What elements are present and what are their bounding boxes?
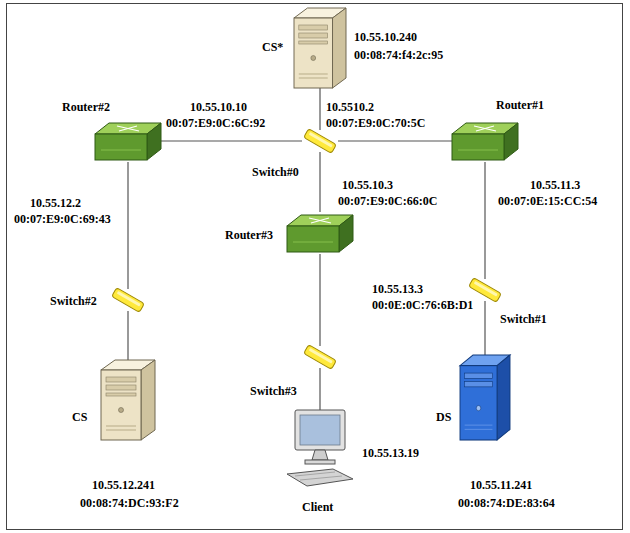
switch-icon-drawing — [467, 279, 503, 301]
switch-icon-drawing — [110, 289, 146, 311]
network-link — [127, 162, 128, 289]
frame-border — [7, 4, 623, 530]
mac-address: 00:0E:0C:76:6B:D1 — [372, 298, 473, 312]
network-link — [319, 254, 320, 346]
server-icon: CS10.55.12.24100:08:74:DC:93:F2 — [101, 360, 155, 440]
device-name: CS* — [262, 40, 283, 54]
device-name: DS — [436, 410, 451, 424]
network-link — [161, 140, 302, 141]
mac-address: 00:08:74:DE:83:64 — [458, 496, 555, 510]
device-name: Switch#3 — [250, 384, 297, 398]
switch-icon-drawing — [302, 130, 338, 152]
switch-icon: Switch#0 — [302, 130, 338, 152]
ip-address: 10.5510.2 — [326, 100, 374, 114]
network-link — [484, 162, 485, 279]
router-icon: Router#2 — [95, 120, 161, 162]
ip-address: 10.55.11.3 — [530, 178, 580, 192]
mac-address: 00:08:74:DC:93:F2 — [80, 496, 179, 510]
router-icon-drawing — [452, 120, 518, 162]
mac-address: 00:07:E9:0C:70:5C — [326, 116, 425, 130]
router-icon-drawing — [95, 120, 161, 162]
server-icon-drawing — [460, 355, 510, 440]
device-name: Switch#1 — [500, 312, 547, 326]
ip-address: 10.55.10.10 — [190, 100, 247, 114]
switch-icon: Switch#3 — [302, 346, 338, 368]
network-link — [319, 88, 320, 130]
ip-address: 10.55.10.3 — [342, 178, 393, 192]
server-icon: DS10.55.11.24100:08:74:DE:83:64 — [460, 355, 510, 440]
router-icon: Router#3 — [287, 212, 353, 254]
mac-address: 00:07:E9:0C:69:43 — [14, 212, 111, 226]
mac-address: 00:07:E9:0C:6C:92 — [166, 116, 265, 130]
device-name: Switch#2 — [50, 294, 97, 308]
server-icon: CS*10.55.10.24000:08:74:f4:2c:95 — [294, 8, 346, 88]
network-link — [127, 311, 128, 360]
router-icon-drawing — [287, 212, 353, 254]
network-link — [484, 301, 485, 355]
ip-address: 10.55.12.2 — [30, 196, 81, 210]
ip-address: 10.55.13.3 — [372, 282, 423, 296]
ip-address: 10.55.13.19 — [362, 446, 419, 460]
client-computer: 10.55.13.19Client — [285, 410, 355, 488]
network-link — [319, 368, 320, 410]
server-icon-drawing — [101, 360, 155, 440]
ip-address: 10.55.10.240 — [354, 30, 417, 44]
mac-address: 00:07:0E:15:CC:54 — [498, 194, 597, 208]
device-name: Router#2 — [62, 100, 110, 114]
device-name: CS — [72, 410, 87, 424]
client-computer-drawing — [285, 410, 355, 488]
mac-address: 00:07:E9:0C:66:0C — [338, 194, 437, 208]
network-link — [338, 140, 452, 141]
switch-icon-drawing — [302, 346, 338, 368]
switch-icon: Switch#2 — [110, 289, 146, 311]
server-icon-drawing — [294, 8, 346, 88]
network-link — [319, 152, 320, 212]
device-name: Router#3 — [225, 228, 273, 242]
device-name: Client — [302, 500, 333, 514]
mac-address: 00:08:74:f4:2c:95 — [354, 48, 443, 62]
router-icon: Router#1 — [452, 120, 518, 162]
device-name: Switch#0 — [252, 165, 299, 179]
ip-address: 10.55.12.241 — [92, 478, 155, 492]
ip-address: 10.55.11.241 — [470, 478, 532, 492]
switch-icon: Switch#1 — [467, 279, 503, 301]
device-name: Router#1 — [496, 98, 544, 112]
